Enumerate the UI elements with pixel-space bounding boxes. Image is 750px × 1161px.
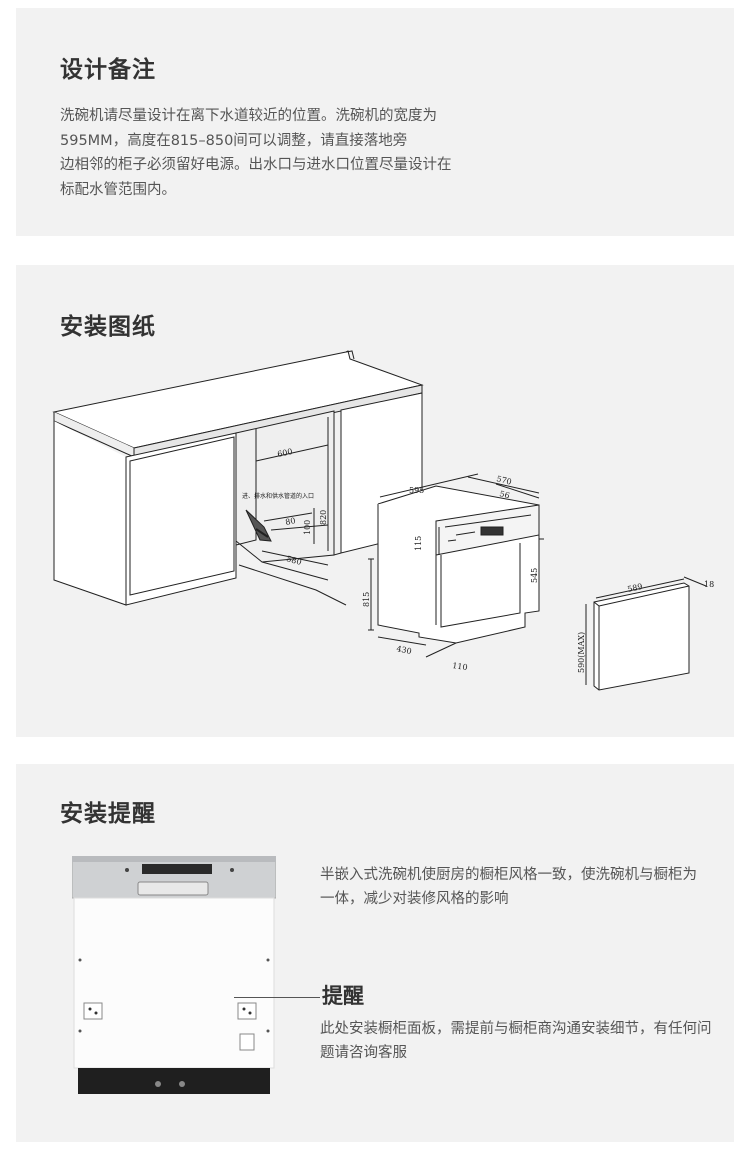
install-drawing-panel: 安装图纸: [16, 265, 734, 737]
toe-kick: [78, 1068, 270, 1094]
control-display: [142, 864, 212, 874]
callout-line: [234, 997, 320, 998]
dim-115: 115: [414, 536, 423, 551]
dim-589: 589: [627, 582, 644, 594]
design-notes-line: 边相邻的柜子必须留好电源。出水口与进水口位置尽量设计在: [60, 157, 452, 173]
design-notes-line: 标配水管范围内。: [60, 181, 176, 198]
dim-600: 600: [277, 447, 294, 459]
design-notes-line: 595MM，高度在815–850间可以调整，请直接落地旁: [60, 132, 408, 149]
bracket-left: [83, 1002, 103, 1020]
install-reminder-panel: 安装提醒 半嵌入式洗碗机使厨房的橱柜风格一致，使洗碗机与橱柜为一体，减少对装修风…: [16, 764, 734, 1142]
dim-580: 580: [285, 554, 302, 567]
dim-570: 570: [496, 474, 513, 486]
design-notes-line: 洗碗机请尽量设计在离下水道较近的位置。洗碗机的宽度为: [60, 108, 437, 124]
dim-590max: 590(MAX): [577, 632, 586, 673]
dim-820: 820: [319, 510, 328, 525]
dim-110: 110: [452, 661, 468, 672]
dim-100: 100: [303, 520, 312, 535]
installation-diagram: 600 进、排水和供水管道的入口 820 100 80 580 595 570 …: [52, 350, 714, 691]
dim-430: 430: [396, 644, 413, 656]
reminder-text-2: 此处安装橱柜面板，需提前与橱柜商沟通安装细节，有任何问题请咨询客服: [320, 1021, 712, 1061]
dim-18: 18: [704, 580, 714, 589]
dim-80: 80: [285, 516, 297, 527]
install-reminder-title: 安装提醒: [60, 801, 156, 827]
reminder-text-1: 半嵌入式洗碗机使厨房的橱柜风格一致，使洗碗机与橱柜为一体，减少对装修风格的影响: [320, 867, 697, 907]
design-notes-title: 设计备注: [60, 57, 156, 83]
install-drawing-title: 安装图纸: [60, 314, 156, 340]
door-handle: [137, 881, 209, 896]
dim-56: 56: [499, 489, 511, 500]
dim-595: 595: [409, 486, 424, 495]
design-notes-panel: 设计备注 洗碗机请尽量设计在离下水道较近的位置。洗碗机的宽度为 595MM，高度…: [16, 8, 734, 236]
dishwasher-front-image: [72, 856, 276, 1094]
bracket-right: [237, 1002, 257, 1020]
reminder-title: 提醒: [322, 984, 364, 1008]
design-notes-text: 洗碗机请尽量设计在离下水道较近的位置。洗碗机的宽度为 595MM，高度在815–…: [60, 104, 580, 202]
dim-note: 进、排水和供水管道的入口: [242, 492, 314, 500]
dim-545: 545: [530, 568, 539, 583]
dim-815: 815: [362, 592, 371, 607]
